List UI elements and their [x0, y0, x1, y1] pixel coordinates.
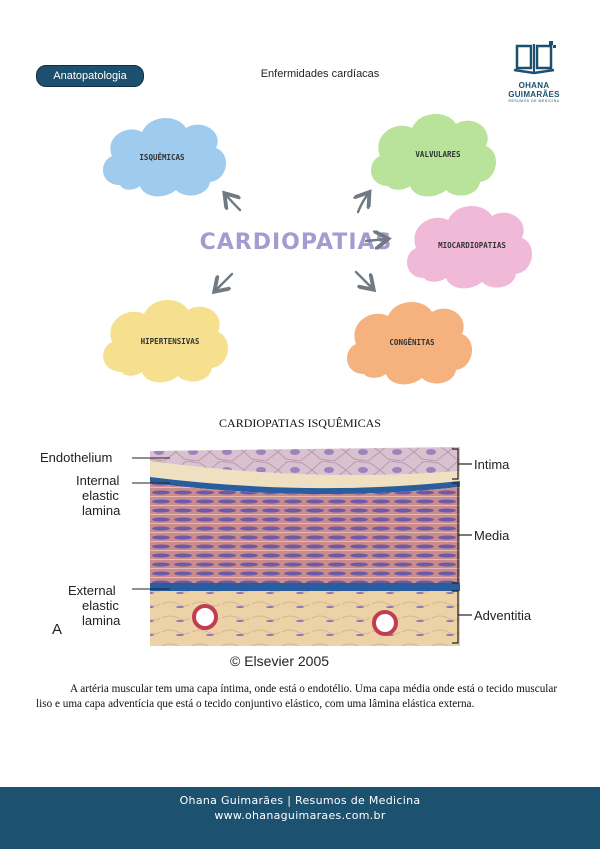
- cloud-congenitas: CONGÊNITAS: [346, 301, 473, 385]
- label-internal-3: lamina: [82, 503, 121, 518]
- arrow-to-congenitas: [354, 270, 372, 288]
- media-right-strip: [460, 447, 464, 646]
- node-label: ISQUÊMICAS: [139, 153, 185, 162]
- layer-brackets: [452, 448, 472, 644]
- label-internal-2: elastic: [82, 488, 119, 503]
- cloud-shape: [103, 299, 229, 383]
- vasa-vasorum: [192, 604, 398, 636]
- label-internal-1: Internal: [76, 473, 119, 488]
- label-media: Media: [474, 528, 510, 543]
- panel-letter: A: [52, 621, 62, 638]
- cloud-valvulares: VALVULARES: [370, 113, 497, 197]
- logo-subtitle: RESUMOS DE MEDICINA: [508, 99, 560, 103]
- cloud-miocardiopatias: MIOCARDIOPATIAS: [406, 205, 533, 289]
- internal-elastic-lamina: [150, 477, 460, 495]
- body-paragraph: A artéria muscular tem uma capa íntima, …: [36, 683, 558, 710]
- section-title: CARDIOPATIAS ISQUÊMICAS: [219, 416, 381, 430]
- footer-brand: Ohana Guimarães | Resumos de Medicina: [179, 794, 421, 807]
- artery-illustration: Endothelium Internal elastic lamina Exte…: [40, 447, 532, 669]
- cloud-shape: [370, 113, 497, 197]
- arrow-to-miocardiopatias: [364, 239, 386, 241]
- artery-wall-figure: Endothelium Internal elastic lamina Exte…: [40, 443, 540, 669]
- cloud-isquemicas: ISQUÊMICAS: [102, 117, 227, 197]
- logo-name: OHANA GUIMARÃES: [508, 81, 560, 99]
- arrow-to-valvulares: [358, 194, 368, 214]
- external-elastic-lamina: [150, 583, 460, 591]
- label-external-3: lamina: [82, 613, 121, 628]
- label-endothelium: Endothelium: [40, 450, 112, 465]
- arrow-to-isquemicas: [226, 195, 242, 212]
- book-logo-icon: [513, 41, 556, 75]
- cloud-shape: [102, 117, 227, 197]
- label-external-2: elastic: [82, 598, 119, 613]
- label-intima: Intima: [474, 457, 510, 472]
- node-label: MIOCARDIOPATIAS: [438, 241, 506, 250]
- subendothelial-layer: [150, 461, 460, 489]
- node-label: VALVULARES: [415, 150, 461, 159]
- cardiopathy-diagram: ISQUÊMICAS VALVULARES MIOCARDIOPATIAS HI…: [102, 113, 533, 385]
- brand-logo: OHANA GUIMARÃES RESUMOS DE MEDICINA: [494, 40, 574, 103]
- page-title: Enfermidades cardíacas: [260, 68, 380, 80]
- node-label: HIPERTENSIVAS: [141, 337, 200, 346]
- label-external-1: External: [68, 583, 116, 598]
- media-muscle-layer: [150, 483, 460, 583]
- lumen-endothelium-layer: [150, 447, 460, 476]
- diagram-center-label: CARDIOPATIAS: [200, 230, 393, 255]
- footer-website-link[interactable]: www.ohanaguimaraes.com.br: [214, 809, 386, 822]
- cloud-shape: [406, 205, 533, 289]
- arrow-to-hipertensivas: [216, 272, 234, 290]
- page-footer: Ohana Guimarães | Resumos de Medicina ww…: [0, 787, 600, 849]
- label-adventitia: Adventitia: [474, 608, 532, 623]
- node-label: CONGÊNITAS: [389, 338, 435, 347]
- cloud-shape: [346, 301, 473, 385]
- cloud-hipertensivas: HIPERTENSIVAS: [103, 299, 229, 383]
- subject-badge: Anatopatologia: [36, 65, 144, 87]
- figure-copyright: © Elsevier 2005: [230, 653, 329, 669]
